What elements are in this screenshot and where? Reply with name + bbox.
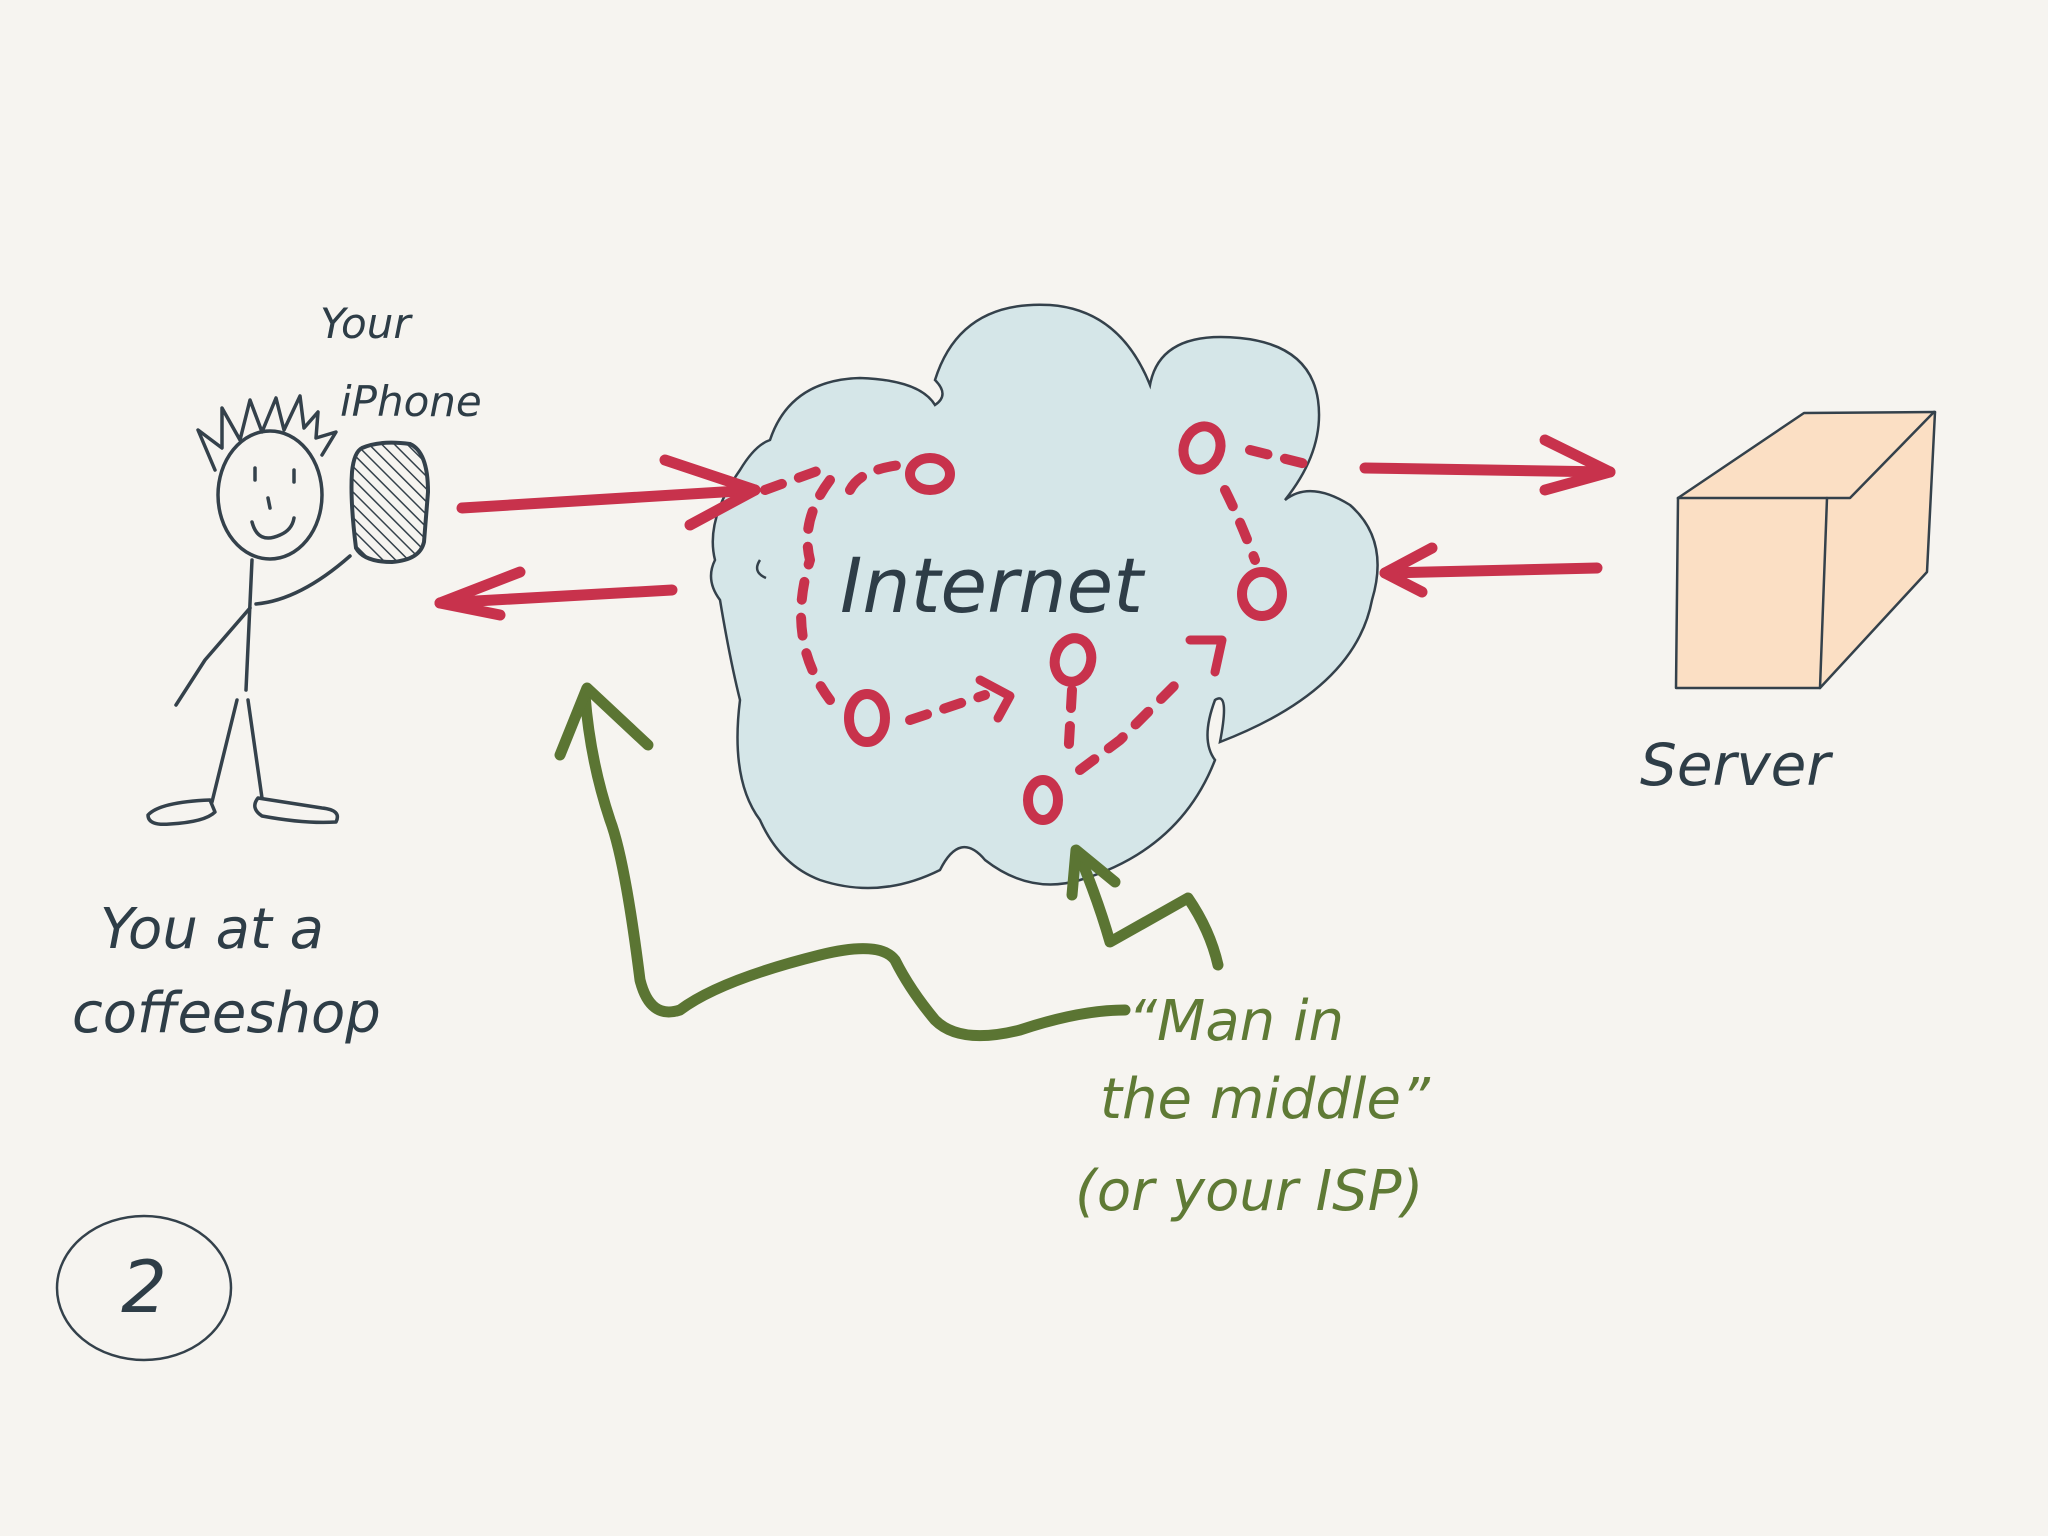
label-mitm-3: (or your ISP) xyxy=(1075,1159,1423,1224)
arrow-internet-to-phone xyxy=(434,584,678,609)
router-node xyxy=(905,453,955,495)
arrow-server-to-internet xyxy=(1379,562,1603,579)
router-node xyxy=(1023,775,1063,825)
arrow-internet-to-server xyxy=(1359,462,1616,478)
person-arm-right xyxy=(254,554,352,606)
person-foot-right xyxy=(253,796,340,825)
person-smile xyxy=(250,516,296,540)
arrow-internet-to-server-head xyxy=(1539,434,1616,496)
server-box xyxy=(1674,410,1937,690)
red-arrows xyxy=(434,434,1616,621)
person-hair xyxy=(196,394,338,472)
person-arm-left xyxy=(174,606,252,707)
mitm-arrow-short xyxy=(1072,846,1224,971)
arrow-phone-to-internet-head xyxy=(659,454,761,531)
mitm-arrow-long xyxy=(579,689,1131,1042)
router-node xyxy=(1237,567,1287,621)
arrow-phone-to-internet xyxy=(456,484,761,514)
mitm-arrow-long-head xyxy=(554,682,654,761)
label-you-1: You at a xyxy=(100,897,324,962)
cloud-tail xyxy=(755,559,767,580)
label-internet: Internet xyxy=(840,541,1146,630)
person-nose xyxy=(266,496,272,510)
iphone-icon xyxy=(349,440,431,565)
router-node xyxy=(1049,633,1097,687)
label-server: Server xyxy=(1640,731,1833,799)
green-arrows xyxy=(554,682,1224,1042)
label-mitm-2: the middle” xyxy=(1100,1067,1431,1132)
label-your-iphone-1: Your xyxy=(320,299,413,348)
router-node xyxy=(844,689,890,747)
person-head xyxy=(216,429,324,561)
person-body xyxy=(244,558,254,692)
mitm-arrow-short-head xyxy=(1066,844,1121,901)
arrow-server-to-internet-head xyxy=(1379,542,1438,598)
label-your-iphone-2: iPhone xyxy=(340,377,482,426)
label-you-2: coffeeshop xyxy=(72,981,381,1046)
slide-number-circle xyxy=(55,1214,233,1362)
router-node xyxy=(1178,421,1226,475)
internet-route xyxy=(760,421,1315,825)
person-figure xyxy=(146,394,352,827)
person-leg-right xyxy=(246,698,264,800)
slide-number: 2 xyxy=(121,1245,167,1329)
arrow-internet-to-phone-head xyxy=(434,566,526,621)
person-foot-left xyxy=(146,798,217,827)
label-mitm-1: “Man in xyxy=(1128,989,1344,1054)
person-leg-left xyxy=(210,698,239,804)
